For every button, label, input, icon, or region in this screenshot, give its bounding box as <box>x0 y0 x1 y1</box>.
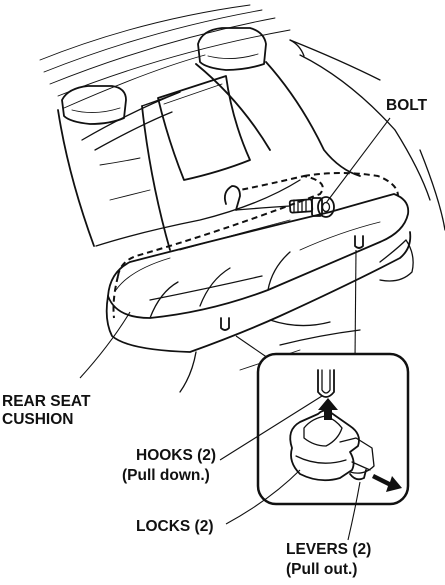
label-locks: LOCKS (2) <box>136 518 214 535</box>
label-hooks-line1: HOOKS (2) <box>136 447 216 464</box>
lock-detail <box>289 409 360 482</box>
hook-detail <box>317 369 335 398</box>
center-panel <box>157 75 251 181</box>
interior-lines <box>39 4 445 231</box>
seat-back <box>57 27 361 251</box>
pull-out-arrow <box>372 474 402 492</box>
label-bolt: BOLT <box>386 97 428 114</box>
lever-detail <box>349 469 367 481</box>
rear-seat-cushion <box>105 193 414 393</box>
seatbelt-loop <box>223 185 241 211</box>
label-levers-line1: LEVERS (2) <box>286 541 371 558</box>
detail-callout <box>256 352 410 506</box>
locks-leader <box>225 469 301 525</box>
label-rear-seat-line2: CUSHION <box>2 411 73 428</box>
pull-up-arrow <box>318 398 338 420</box>
levers-leader <box>347 481 361 541</box>
left-headrest <box>61 85 127 125</box>
callout-frame <box>256 352 410 506</box>
cushion-dashed-outline <box>117 174 324 277</box>
bolt-part <box>288 196 335 218</box>
hook-right <box>354 235 364 249</box>
hooks-leader <box>219 395 323 461</box>
label-rear-seat-line1: REAR SEAT <box>2 393 91 410</box>
right-headrest <box>197 27 267 71</box>
hook-left <box>220 317 230 331</box>
label-hooks-line2: (Pull down.) <box>122 467 210 484</box>
bolt-leader <box>325 117 391 204</box>
rear-seat-leader <box>79 311 131 379</box>
label-levers-line2: (Pull out.) <box>286 561 357 578</box>
